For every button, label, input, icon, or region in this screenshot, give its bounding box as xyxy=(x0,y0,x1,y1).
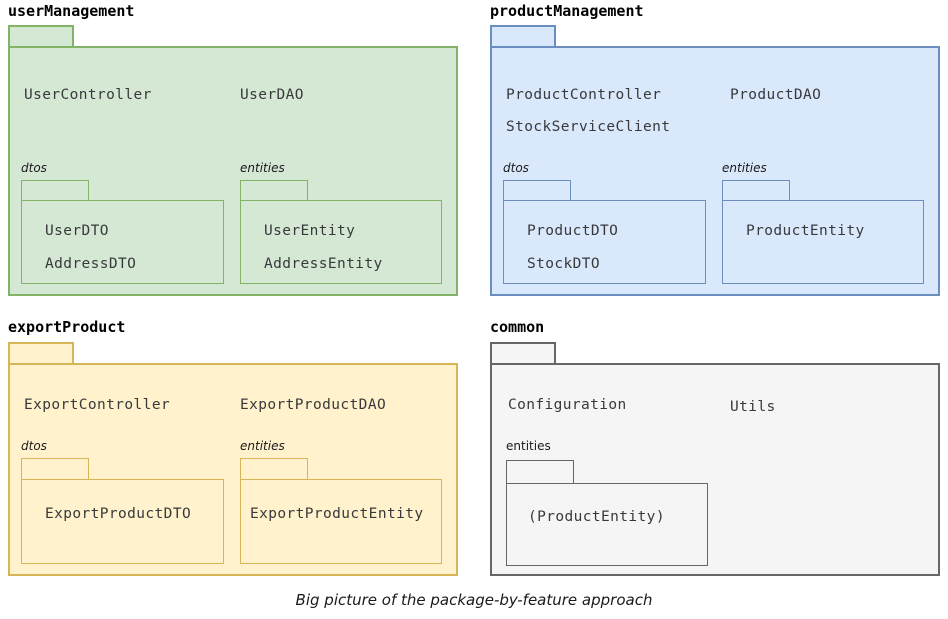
package-tab-productManagement xyxy=(490,25,556,47)
subpackage-title-dtos: dtos xyxy=(21,161,47,175)
package-body-userManagement xyxy=(8,46,458,296)
subpackage-title-entities: entities xyxy=(506,439,551,453)
package-productManagement[interactable]: productManagement ProductController Prod… xyxy=(490,2,942,296)
class-label: ProductEntity xyxy=(746,223,865,239)
subpackage-body-entities xyxy=(722,200,924,284)
class-label: ProductDAO xyxy=(730,87,822,103)
class-label: Utils xyxy=(730,399,776,415)
subpackage-title-dtos: dtos xyxy=(503,161,529,175)
subpackage-title-entities: entities xyxy=(240,439,285,453)
package-body-exportProduct xyxy=(8,363,458,576)
class-label: ExportProductEntity xyxy=(250,506,424,522)
package-userManagement[interactable]: userManagement UserController UserDAO dt… xyxy=(8,2,460,296)
diagram-caption: Big picture of the package-by-feature ap… xyxy=(295,591,653,609)
class-label: AddressEntity xyxy=(264,256,383,272)
subpackage-body-dtos xyxy=(503,200,706,284)
package-title-userManagement: userManagement xyxy=(8,2,135,20)
class-label: StockServiceClient xyxy=(506,119,671,135)
package-title-exportProduct: exportProduct xyxy=(8,318,126,336)
package-tab-common xyxy=(490,342,556,364)
package-exportProduct[interactable]: exportProduct ExportController ExportPro… xyxy=(8,318,460,576)
class-label: (ProductEntity) xyxy=(528,509,665,525)
package-body-productManagement xyxy=(490,46,940,296)
subpackage-body-entities xyxy=(506,483,708,566)
subpackage-tab-entities xyxy=(722,180,790,201)
subpackage-title-entities: entities xyxy=(722,161,767,175)
class-label: ExportController xyxy=(24,397,171,413)
class-label: UserDAO xyxy=(240,87,304,103)
class-label: Configuration xyxy=(508,397,627,413)
package-tab-exportProduct xyxy=(8,342,74,364)
subpackage-tab-dtos xyxy=(21,458,89,480)
class-label: UserDTO xyxy=(45,223,109,239)
subpackage-body-entities xyxy=(240,200,442,284)
class-label: ExportProductDTO xyxy=(45,506,192,522)
subpackage-exportProduct-dtos[interactable]: dtos ExportProductDTO xyxy=(21,440,237,565)
subpackage-tab-dtos xyxy=(503,180,571,201)
package-body-common xyxy=(490,363,940,576)
package-title-productManagement: productManagement xyxy=(490,2,644,20)
class-label: UserController xyxy=(24,87,152,103)
subpackage-productManagement-entities[interactable]: entities ProductEntity xyxy=(722,162,938,285)
subpackage-title-entities: entities xyxy=(240,161,285,175)
class-label: ExportProductDAO xyxy=(240,397,387,413)
subpackage-userManagement-dtos[interactable]: dtos UserDTO AddressDTO xyxy=(21,162,237,285)
package-common[interactable]: common Configuration Utils entities (Pro… xyxy=(490,318,942,576)
class-label: StockDTO xyxy=(527,256,601,272)
subpackage-title-dtos: dtos xyxy=(21,439,47,453)
subpackage-tab-dtos xyxy=(21,180,89,201)
class-label: UserEntity xyxy=(264,223,356,239)
subpackage-tab-entities xyxy=(240,180,308,201)
subpackage-common-entities[interactable]: entities (ProductEntity) xyxy=(506,440,722,567)
subpackage-userManagement-entities[interactable]: entities UserEntity AddressEntity xyxy=(240,162,456,285)
class-label: AddressDTO xyxy=(45,256,137,272)
class-label: ProductDTO xyxy=(527,223,619,239)
subpackage-exportProduct-entities[interactable]: entities ExportProductEntity xyxy=(240,440,456,565)
subpackage-body-dtos xyxy=(21,479,224,564)
subpackage-body-dtos xyxy=(21,200,224,284)
package-title-common: common xyxy=(490,318,545,336)
subpackage-tab-entities xyxy=(240,458,308,480)
subpackage-productManagement-dtos[interactable]: dtos ProductDTO StockDTO xyxy=(503,162,719,285)
subpackage-tab-entities xyxy=(506,460,574,484)
subpackage-body-entities xyxy=(240,479,442,564)
package-tab-userManagement xyxy=(8,25,74,47)
class-label: ProductController xyxy=(506,87,662,103)
